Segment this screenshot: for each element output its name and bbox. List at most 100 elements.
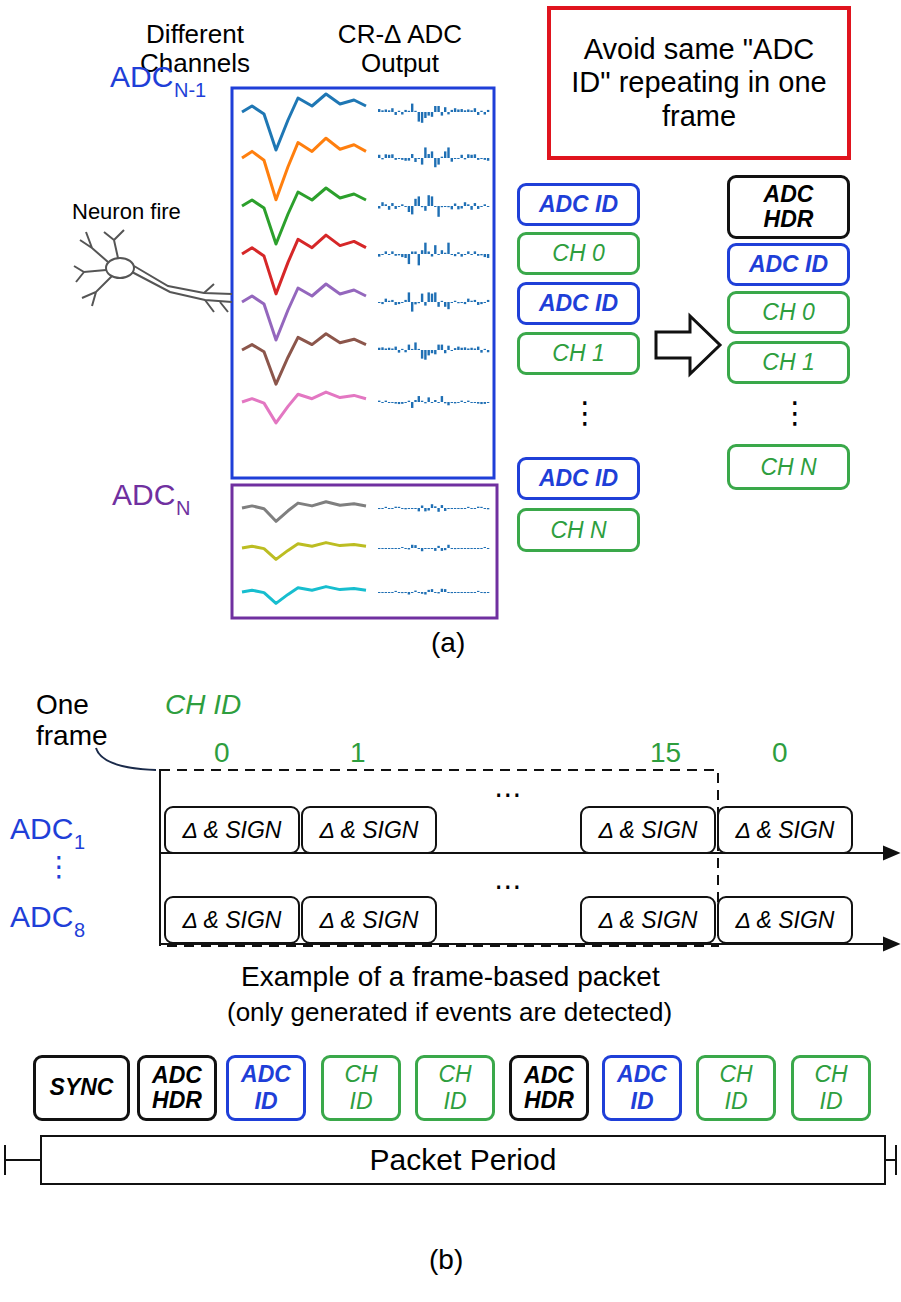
waveform [242,502,366,522]
adc-output-bar [428,590,430,592]
adc-output-bar [385,348,387,350]
adc-output-bar [454,158,456,159]
adc-output-bar [467,109,469,112]
adc-output-bar [395,402,397,404]
neuron-sketch [74,230,232,312]
adc-output-bar [457,402,459,403]
green-box: CH 1 [727,341,850,384]
adc-output-bar [464,158,466,159]
adc-output-bar [484,592,486,593]
adc-output-bar [381,548,383,549]
adc-output-bar [444,589,446,592]
adc-output-bar [385,592,387,593]
adc-output-bar [434,158,436,167]
adc-output-bar [464,402,466,403]
text-label: ⋮ [45,852,73,883]
adc-output-bar [447,346,449,350]
adc-output-bar [484,547,486,548]
adc-output-bar [418,592,420,593]
adc-output-bar [381,347,383,350]
adc-output-bar [437,402,439,403]
adc-output-bar [431,504,433,508]
green-box: CH ID [415,1055,495,1121]
adc-output-bar [391,203,393,206]
adc-output-bar [454,254,456,256]
adc-output-bar [461,401,463,402]
adc-output-bar [421,350,423,359]
adc-output-bar [428,508,430,511]
adc-output-bar [391,548,393,549]
node-text: CH 1 [552,340,604,367]
adc-output-bar [408,401,410,402]
node-text: Δ & SIGN [599,817,698,844]
adc-output-bar [388,155,390,158]
adc-output-bar [474,203,476,206]
adc-output-bar [434,400,436,402]
text-label: 1 [350,738,366,769]
adc-output-bar [454,301,456,302]
adc-output-bar [447,206,449,207]
adc-output-bar [401,349,403,350]
text-label: CR-Δ ADC Output [305,20,495,77]
adc-output-bar [411,206,413,214]
adc-output-bar [381,592,383,593]
adc-output-bar [404,548,406,549]
adc-output-bar [434,506,436,508]
adc-output-bar [480,158,482,159]
adc-output-bar [431,402,433,403]
text-label: Example of a frame-based packet [241,962,660,993]
adc-output-bar [411,154,413,158]
node-text: CH 1 [762,349,814,376]
adc-output-bar [444,302,446,307]
adc-output-bar [391,348,393,350]
adc-output-bar [398,402,400,404]
adc-output-bar [434,106,436,112]
black-box: ADC HDR [509,1055,589,1121]
adc-output-bar [437,592,439,593]
blue-box: ADC ID [517,282,640,325]
adc-output-bar [480,548,482,549]
node-text: ADC ID [749,251,828,278]
green-box: CH 1 [517,332,640,375]
adc-output-bar [437,206,439,217]
adc-output-bar [418,396,420,402]
adc-output-bar [461,155,463,158]
adc-output-bar [444,402,446,403]
adc-output-bar [424,592,426,595]
adc-output-bar [411,592,413,593]
node-text: ADC HDR [522,1063,576,1114]
adc-output-bar [404,350,406,352]
adc-output-bar [428,350,430,355]
adc-output-bar [477,112,479,115]
adc-output-bar [431,196,433,206]
adc-output-bar [431,112,433,117]
adc-output-bar [447,592,449,593]
adc-output-bar [444,151,446,158]
adc-output-bar [388,110,390,112]
adc-output-bar [447,147,449,158]
node-text: Δ & SIGN [183,817,282,844]
adc-output-bar [457,252,459,254]
adc-output-bar [398,592,400,593]
adc-output-bar [428,251,430,254]
adc-output-bar [414,342,416,350]
adc-output-bar [484,302,486,303]
adc-output-bar [477,507,479,508]
adc-output-bar [424,548,426,549]
adc-output-bar [434,292,436,302]
adc-output-bar [441,112,443,116]
adc-output-bar [398,254,400,255]
adc-output-bar [451,206,453,209]
text-label: ⋮ [780,396,810,429]
adc-output-bar [385,154,387,158]
adc-output-bar [395,302,397,305]
delta-box: Δ & SIGN [301,896,437,944]
adc-output-bar [424,402,426,403]
adc-output-bar [421,505,423,508]
adc-output-bar [441,505,443,508]
adc-output-bar [398,507,400,508]
adc-output-bar [451,548,453,549]
adc-output-bar [474,154,476,158]
delta-box: Δ & SIGN [164,896,300,944]
adc-output-bar [398,111,400,112]
